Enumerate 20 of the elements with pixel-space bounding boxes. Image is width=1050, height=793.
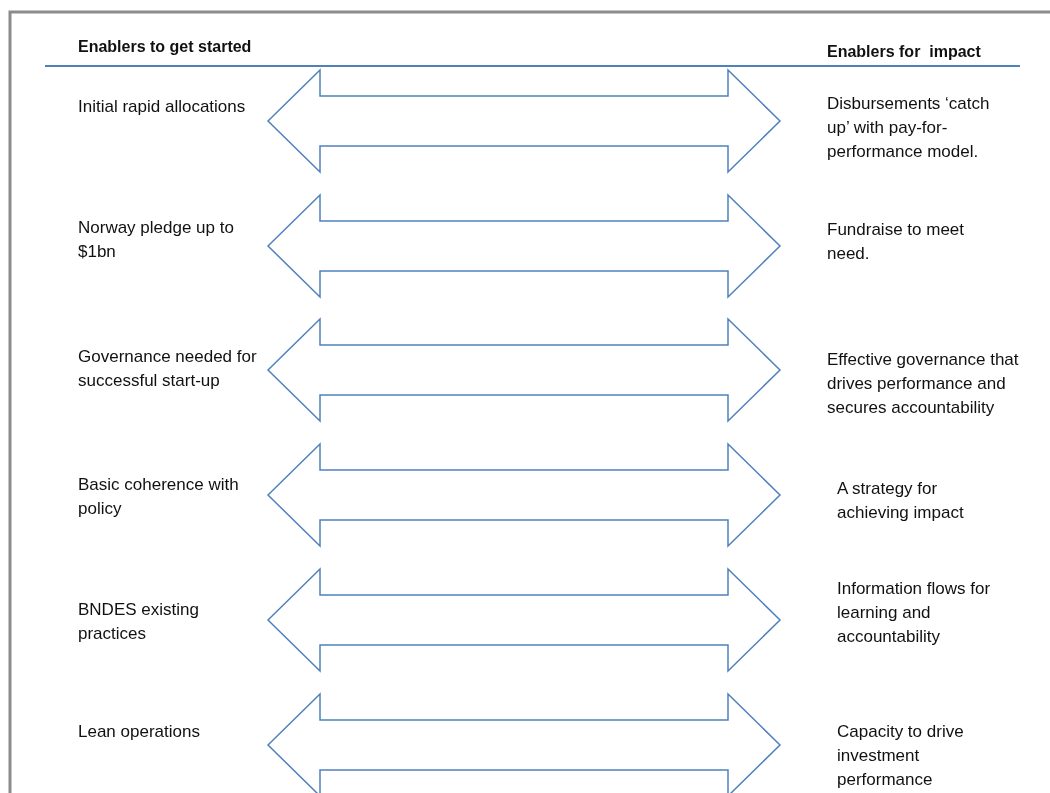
- starter-enabler-text: Norway pledge up to $1bn: [78, 217, 235, 263]
- column-heading: Enablers for impact: [827, 43, 981, 61]
- double-block-arrow: [266, 68, 782, 174]
- impact-enabler-text: Effective governance that drives performance and secures accountability: [827, 349, 1020, 419]
- starter-enabler-text: Lean operations: [78, 721, 201, 743]
- starter-enabler-text: BNDES existing practices: [78, 599, 200, 645]
- column-heading: Enablers to get started: [78, 38, 252, 56]
- starter-enabler-text: Initial rapid allocations: [78, 96, 247, 118]
- starter-enabler-text: Governance needed for successful start-up: [78, 346, 258, 392]
- impact-enabler-text: Disbursements ‘catch up’ with pay-for-performance model.: [827, 93, 991, 163]
- double-block-arrow: [266, 442, 782, 548]
- impact-enabler-text: Information flows for learning and accountability: [837, 578, 992, 648]
- double-block-arrow: [266, 692, 782, 793]
- impact-enabler-text: Fundraise to meet need.: [827, 219, 965, 265]
- impact-enabler-text: Capacity to drive investment performance: [837, 721, 965, 791]
- double-block-arrow: [266, 193, 782, 299]
- double-block-arrow: [266, 567, 782, 673]
- double-block-arrow: [266, 317, 782, 423]
- impact-enabler-text: A strategy for achieving impact: [837, 478, 965, 524]
- starter-enabler-text: Basic coherence with policy: [78, 474, 240, 520]
